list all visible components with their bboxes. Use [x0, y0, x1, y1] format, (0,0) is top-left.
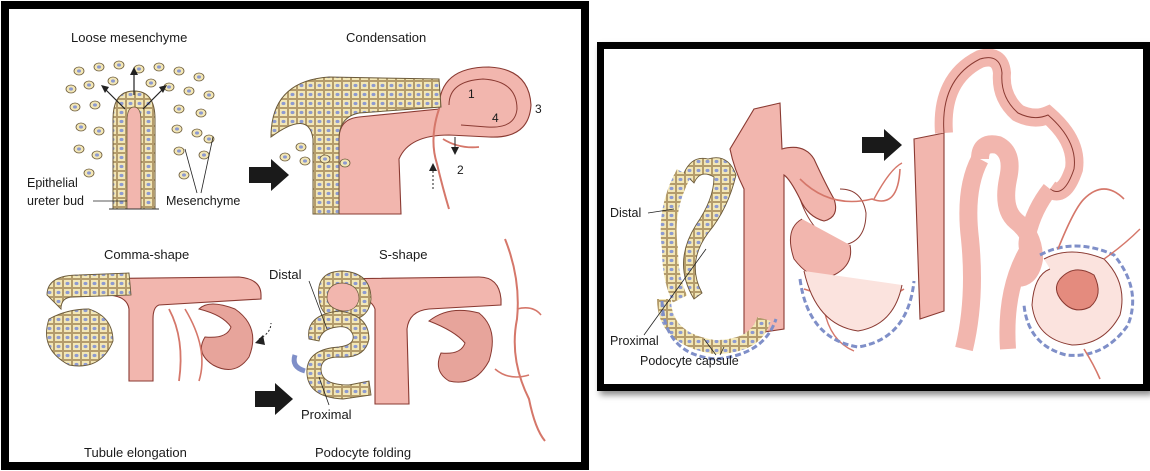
condensation-stage	[271, 67, 531, 214]
number-3: 3	[535, 102, 542, 116]
label-mesenchyme: Mesenchyme	[166, 194, 240, 208]
label-podocyte-capsule: Podocyte capsule	[640, 354, 739, 368]
arrow-icon	[255, 383, 293, 415]
title-podocyte-folding: Podocyte folding	[315, 445, 411, 460]
nephron-development-diagram: Loose mesenchyme Condensation Comma-shap…	[9, 9, 581, 462]
ureter-bud-stage1	[101, 67, 167, 209]
number-1: 1	[468, 87, 475, 101]
mature-nephron	[914, 58, 1140, 379]
right-figure-panel: Distal Proximal Podocyte capsule	[597, 42, 1150, 391]
title-loose-mesenchyme: Loose mesenchyme	[71, 30, 187, 45]
label-ureter-bud: ureter bud	[27, 194, 84, 208]
label-distal: Distal	[269, 267, 302, 282]
arrow-icon	[862, 129, 902, 161]
number-4: 4	[492, 111, 499, 125]
label-distal-right: Distal	[610, 206, 641, 220]
nephron-maturation-diagram: Distal Proximal Podocyte capsule	[604, 49, 1143, 384]
label-proximal: Proximal	[301, 407, 352, 422]
left-figure-panel: Loose mesenchyme Condensation Comma-shap…	[1, 1, 589, 470]
number-2: 2	[457, 163, 464, 177]
title-s-shape: S-shape	[379, 247, 427, 262]
label-proximal-right: Proximal	[610, 334, 659, 348]
title-condensation: Condensation	[346, 30, 426, 45]
arrow-icon	[249, 159, 289, 191]
comma-shape-stage	[47, 273, 272, 381]
title-tubule-elongation: Tubule elongation	[84, 445, 187, 460]
title-comma-shape: Comma-shape	[104, 247, 189, 262]
label-epithelial: Epithelial	[27, 176, 78, 190]
